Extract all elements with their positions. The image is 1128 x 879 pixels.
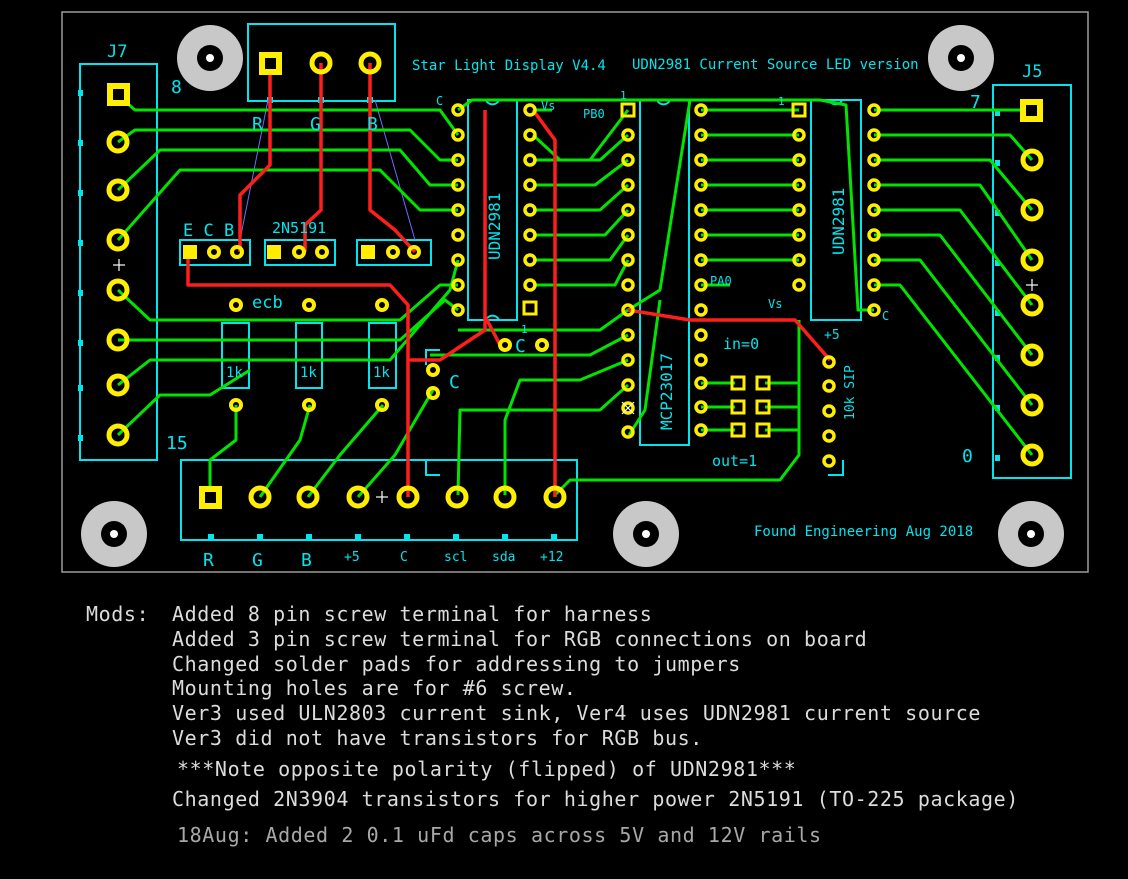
harness-label-r: R	[203, 550, 214, 571]
cap2-mark	[425, 460, 440, 476]
mod-line-4: Mounting holes are for #6 screw.	[172, 676, 577, 700]
board-title: Star Light Display V4.4	[412, 58, 606, 74]
rgb-label-b: B	[367, 114, 378, 135]
j7-ref: J7	[107, 42, 127, 62]
transistor-part-label: 2N5191	[272, 219, 326, 237]
r3-label: 1k	[373, 365, 390, 381]
j5-ref: J5	[1022, 62, 1042, 82]
silkscreen-text: Star Light Display V4.4 UDN2981 Current …	[107, 42, 1042, 571]
q3-outline	[356, 239, 432, 266]
pa0-label: PA0	[710, 274, 732, 288]
mod-line-3: Changed solder pads for addressing to ju…	[172, 652, 741, 676]
udn2981-right-outline	[810, 99, 862, 321]
green-traces	[116, 93, 1034, 498]
r1-label: 1k	[226, 365, 243, 381]
red-traces	[186, 63, 832, 497]
pb0-label: PB0	[583, 107, 605, 121]
q1-outline	[179, 239, 251, 266]
jumper-out-label: out=1	[712, 452, 757, 470]
r2-outline	[295, 322, 323, 389]
transistor-orientation-label: ecb	[252, 293, 283, 313]
board-credit: Found Engineering Aug 2018	[754, 524, 973, 540]
harness-label-sda: sda	[492, 550, 515, 565]
j7-pin-top: 8	[171, 77, 182, 98]
board-outline	[61, 11, 1089, 573]
j5-pin-top: 7	[970, 92, 981, 113]
j5-outline	[992, 84, 1072, 479]
transistor-pins-label: E C B	[183, 221, 234, 241]
harness-label-plus5: +5	[344, 550, 360, 565]
mounting-hole-bottom-right	[998, 501, 1064, 567]
origin-marks	[113, 259, 1038, 503]
q2-outline	[264, 239, 336, 266]
pcb-layout: Star Light Display V4.4 UDN2981 Current …	[61, 11, 1089, 573]
transistor-note: Changed 2N3904 transistors for higher po…	[172, 787, 1019, 811]
cap1-label: C	[515, 336, 526, 357]
harness-label-b: B	[301, 550, 312, 571]
right-chip-c-label: C	[882, 309, 889, 323]
r1-outline	[221, 322, 250, 389]
pads	[106, 51, 1044, 509]
harness-label-scl: scl	[444, 550, 467, 565]
harness-label-g: G	[252, 550, 263, 571]
harness-terminal-outline	[180, 459, 578, 541]
mcp23017-label: MCP23017	[657, 353, 676, 430]
right-chip-plus5-label: +5	[824, 328, 840, 343]
sip-mark	[828, 460, 844, 476]
rgb-label-r: R	[252, 114, 263, 135]
r2-label: 1k	[300, 365, 317, 381]
cap2-label: C	[449, 372, 460, 393]
mounting-hole-bottom-left	[81, 501, 147, 567]
mod-line-6: Ver3 did not have transistors for RGB bu…	[172, 726, 703, 750]
mounting-hole-top-left	[177, 25, 243, 91]
j7-outline	[79, 63, 158, 461]
left-chip-vs-label: Vs	[541, 99, 555, 113]
r3-outline	[368, 322, 397, 389]
jumper-in-label: in=0	[723, 335, 759, 353]
mod-line-1: Added 8 pin screw terminal for harness	[172, 602, 653, 626]
board-subtitle: UDN2981 Current Source LED version	[632, 57, 919, 73]
polarity-note: ***Note opposite polarity (flipped) of U…	[177, 757, 797, 781]
sip-label: 10k SIP	[843, 365, 858, 420]
harness-label-c: C	[400, 550, 408, 565]
mods-heading: Mods:	[86, 602, 150, 626]
mounting-hole-top-right	[928, 25, 994, 91]
caps-note: 18Aug: Added 2 0.1 uFd caps across 5V an…	[177, 823, 822, 847]
mod-line-5: Ver3 used ULN2803 current sink, Ver4 use…	[172, 701, 982, 725]
harness-label-plus12: +12	[540, 550, 563, 565]
mod-line-2: Added 3 pin screw terminal for RGB conne…	[172, 627, 868, 651]
left-chip-c-label: C	[436, 94, 443, 108]
right-chip-vs-label: Vs	[768, 297, 782, 311]
mounting-holes	[81, 25, 1064, 567]
udn2981-right-label: UDN2981	[829, 188, 848, 255]
left-chip-pin1-label: 1	[521, 323, 528, 336]
mcp-pin1-label: 1	[620, 89, 627, 102]
j7-pin-bottom: 15	[166, 433, 188, 454]
cap1-mark	[425, 349, 440, 365]
udn2981-left-label: UDN2981	[485, 193, 504, 260]
right-chip-pin1-label: 1	[778, 95, 785, 108]
j5-pin-bottom: 0	[962, 446, 973, 467]
mounting-hole-bottom-mid	[613, 501, 679, 567]
rgb-label-g: G	[310, 114, 321, 135]
